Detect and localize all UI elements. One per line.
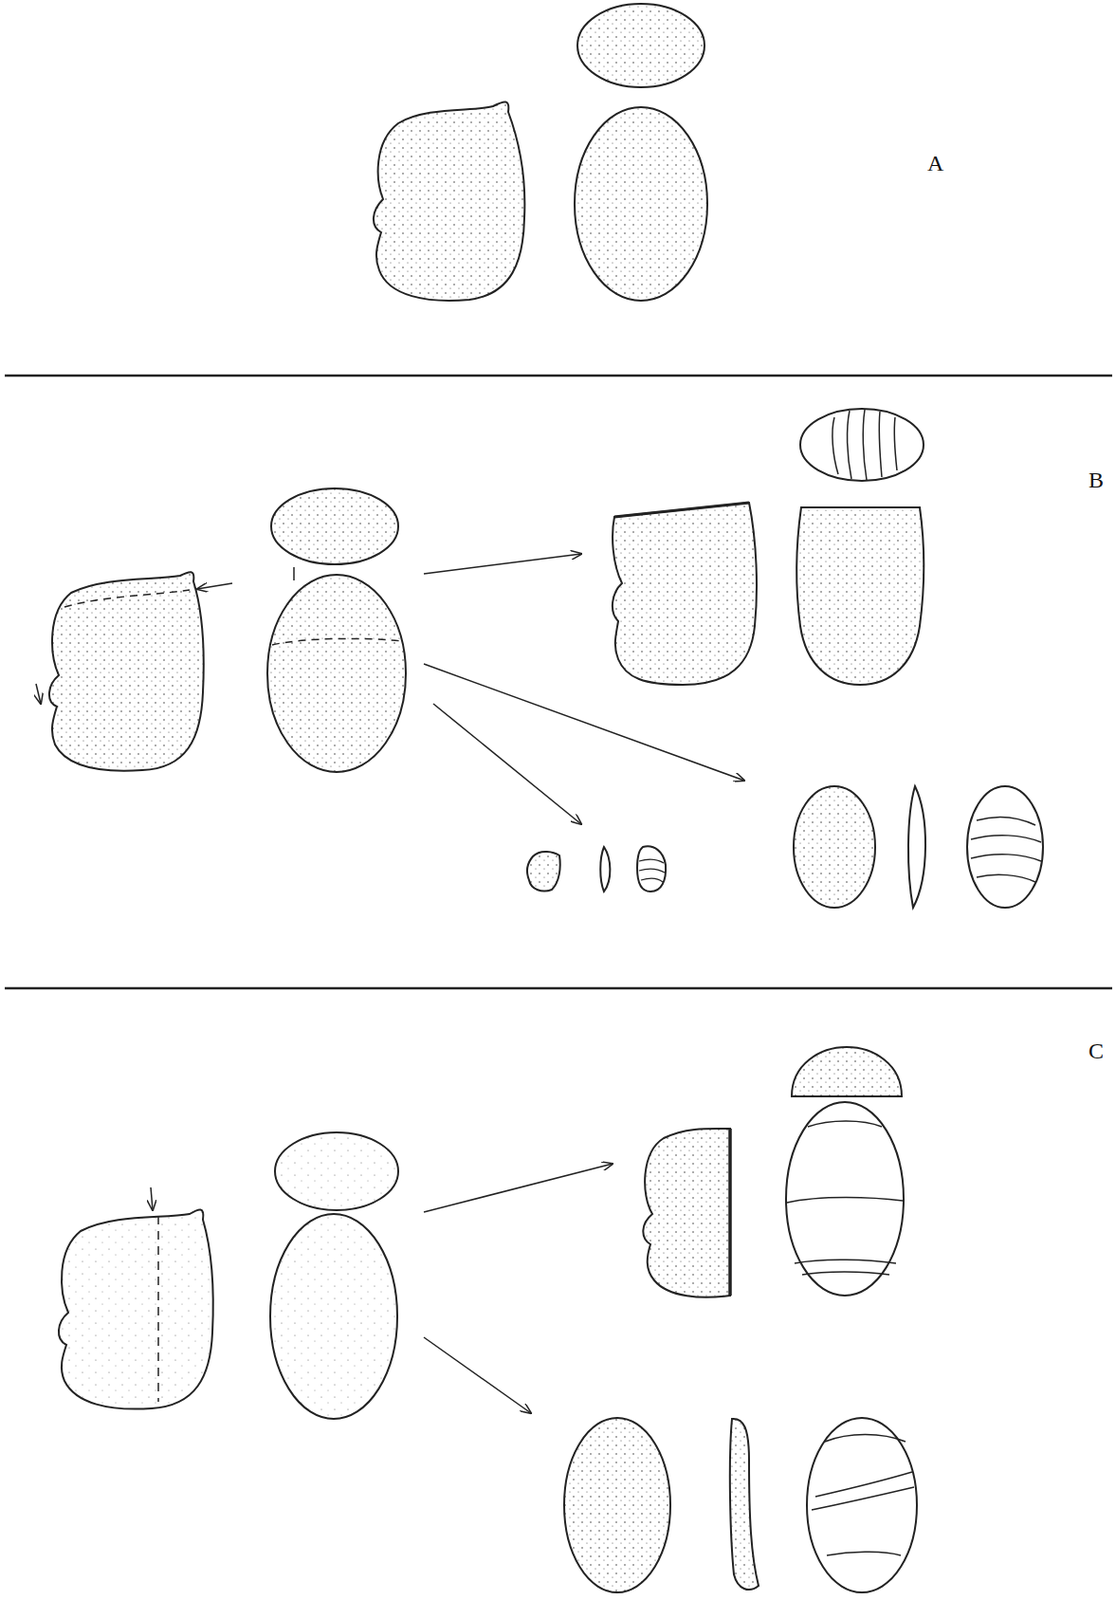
panel-label: B: [1088, 468, 1104, 492]
panel-label: A: [927, 151, 944, 175]
panel-label: C: [1088, 1039, 1104, 1062]
